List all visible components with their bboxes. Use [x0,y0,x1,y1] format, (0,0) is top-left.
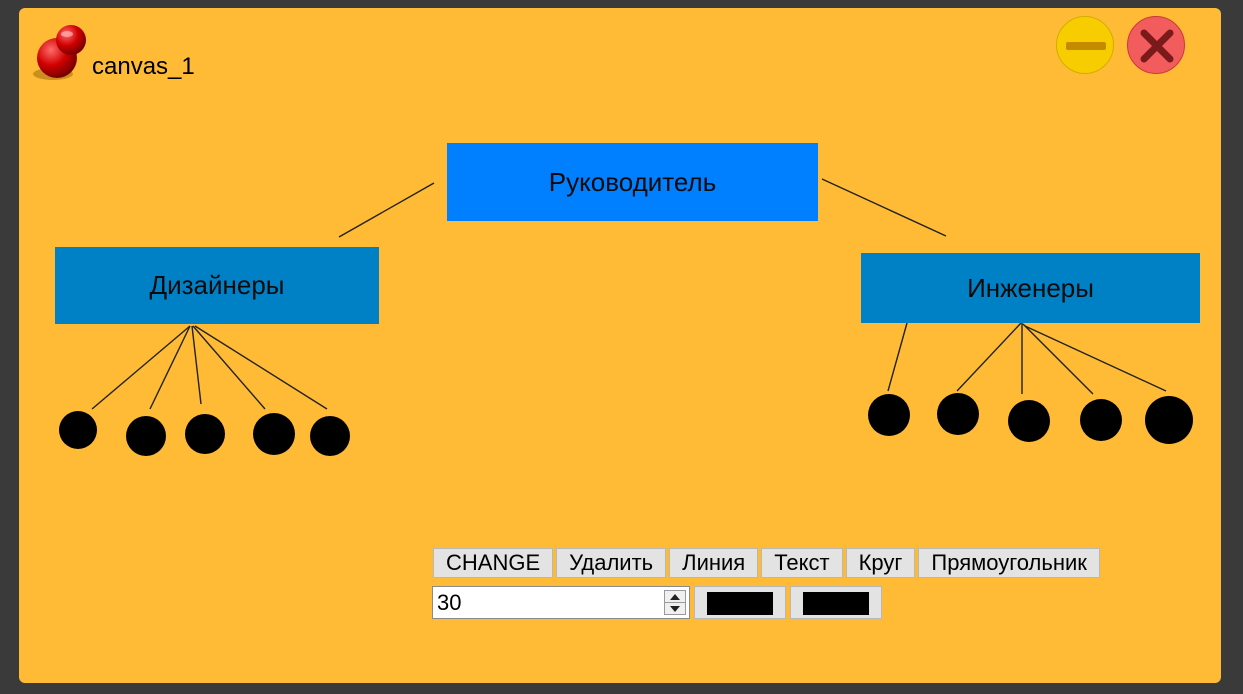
delete-button[interactable]: Удалить [556,548,667,578]
connector-line [956,322,1022,392]
stepper-up-button[interactable] [665,591,685,603]
canvas-window: canvas_1 [19,8,1221,683]
stepper-down-button[interactable] [665,603,685,614]
property-controls [432,586,882,619]
node-circle [253,413,295,455]
connector-line [149,325,191,410]
circle-tool-button[interactable]: Круг [845,548,916,578]
triangle-up-icon [670,593,680,600]
connector-line [194,325,328,410]
connector-line [192,325,266,410]
minimize-button[interactable] [1056,16,1114,74]
node-circle [59,411,97,449]
node-circle [126,416,166,456]
stepper-buttons[interactable] [664,590,686,615]
connector-line [191,325,202,405]
connector-line [1024,325,1167,392]
drawing-canvas[interactable] [19,8,1221,683]
node-circle [1008,400,1050,442]
box-label: Руководитель [548,166,717,197]
connector-line [338,182,435,238]
node-circle [868,394,910,436]
tool-toolbar: CHANGE Удалить Линия Текст Круг Прямоуго… [433,548,1100,578]
size-stepper[interactable] [432,586,690,619]
fill-color-picker[interactable] [694,586,786,619]
minimize-icon [1066,42,1106,50]
box-dizainery[interactable]: Дизайнеры [55,247,379,324]
color-swatch [803,592,869,615]
node-circle [185,414,225,454]
box-label: Дизайнеры [149,270,285,300]
line-tool-button[interactable]: Линия [669,548,759,578]
pushpin-icon [33,25,86,80]
color-swatch [707,592,773,615]
change-button[interactable]: CHANGE [433,548,554,578]
node-circle [937,393,979,435]
close-icon [1140,29,1174,63]
box-rukovoditel[interactable]: Руководитель [447,143,818,221]
node-circle [310,416,350,456]
size-input[interactable] [433,587,653,618]
close-button[interactable] [1127,16,1185,74]
stroke-color-picker[interactable] [790,586,882,619]
box-inzhenery[interactable]: Инженеры [861,253,1200,323]
connector-line [1022,323,1094,395]
text-tool-button[interactable]: Текст [761,548,843,578]
triangle-down-icon [670,605,680,612]
node-circle [1145,396,1193,444]
connector-line [887,322,908,392]
node-circle [1080,399,1122,441]
connector-line [821,178,947,237]
connector-line [91,325,191,410]
window-title: canvas_1 [92,53,195,80]
rectangle-tool-button[interactable]: Прямоугольник [918,548,1100,578]
box-label: Инженеры [967,272,1094,303]
